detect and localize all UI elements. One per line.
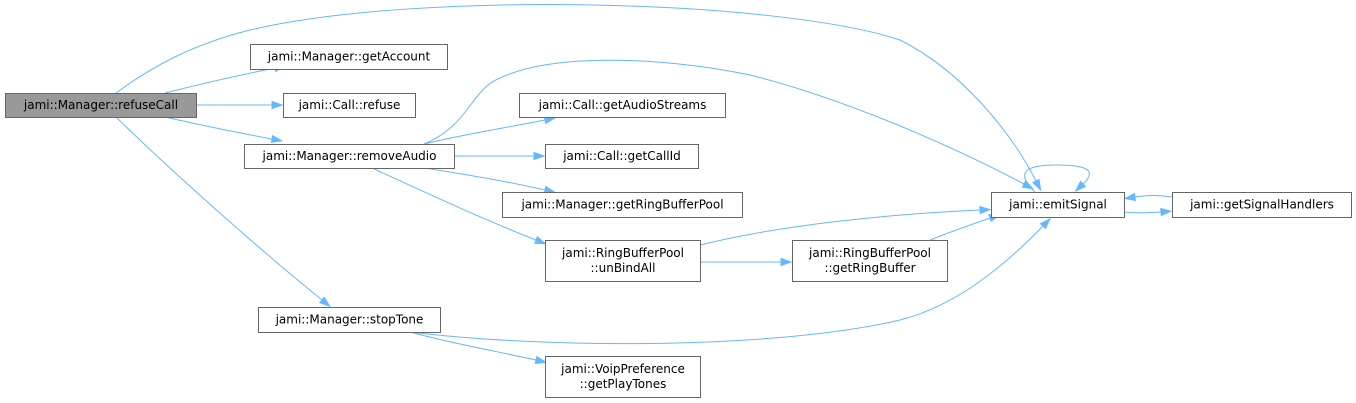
node-box <box>519 93 726 118</box>
node-label: jami::Manager::removeAudio <box>262 149 437 163</box>
arrowhead <box>270 134 284 144</box>
arrowhead <box>1039 217 1052 230</box>
arrowhead <box>1032 178 1042 192</box>
node-label: jami::Manager::refuseCall <box>23 98 178 112</box>
edge-refuseCall-to-emitSignal <box>115 4 1042 192</box>
edge-refuseCall-to-refuse <box>196 100 284 110</box>
edge-emitSignal-to-getSignalHandlers <box>1123 207 1173 217</box>
arrowhead <box>780 257 793 267</box>
edge-getSignalHandlers-to-emitSignal <box>1123 192 1173 202</box>
edge-refuseCall-to-stopTone <box>115 116 331 308</box>
edge-line <box>409 331 537 361</box>
node-label: jami::Call::getAudioStreams <box>538 98 707 112</box>
arrowhead <box>1074 180 1087 192</box>
edge-stopTone-to-emitSignal <box>409 217 1052 345</box>
edge-line <box>115 4 1037 182</box>
node-label: jami::Call::getCallId <box>562 149 681 163</box>
arrowhead <box>271 100 284 110</box>
node-getPlayTones[interactable]: jami::VoipPreference::getPlayTones <box>545 356 701 398</box>
node-label: jami::Call::refuse <box>298 98 401 112</box>
node-box <box>545 144 699 169</box>
edge-line <box>1134 195 1173 198</box>
arrowhead <box>533 235 547 245</box>
edge-unBindAll-to-getRingBuffer <box>700 257 793 267</box>
edge-line <box>1123 211 1162 214</box>
node-box <box>502 192 743 218</box>
edge-line <box>929 217 991 241</box>
node-getAudioStreams[interactable]: jami::Call::getAudioStreams <box>519 93 726 118</box>
node-label: jami::RingBufferPool <box>808 246 931 260</box>
node-box <box>991 192 1125 218</box>
arrowhead <box>979 205 992 215</box>
node-removeAudio[interactable]: jami::Manager::removeAudio <box>244 144 455 169</box>
node-label: jami::RingBufferPool <box>561 246 684 260</box>
node-box <box>792 240 948 282</box>
edge-line <box>423 59 1025 185</box>
node-refuseCall[interactable]: jami::Manager::refuseCall <box>5 93 197 118</box>
edges-layer <box>115 4 1173 364</box>
edge-removeAudio-to-emitSignal <box>423 59 1035 190</box>
edge-line <box>371 167 537 241</box>
edge-line <box>164 67 276 94</box>
node-box <box>545 240 701 282</box>
node-box <box>283 93 416 118</box>
node-box <box>244 144 455 169</box>
edge-unBindAll-to-emitSignal <box>699 205 992 246</box>
node-emitSignal[interactable]: jami::emitSignal <box>991 192 1125 218</box>
node-box <box>5 93 197 118</box>
node-getAccount[interactable]: jami::Manager::getAccount <box>250 44 448 70</box>
node-label: ::unBindAll <box>591 261 656 275</box>
node-getSignalHandlers[interactable]: jami::getSignalHandlers <box>1172 192 1352 218</box>
edge-line <box>423 167 546 191</box>
node-refuse[interactable]: jami::Call::refuse <box>283 93 416 118</box>
node-getCallId[interactable]: jami::Call::getCallId <box>545 144 699 169</box>
edge-removeAudio-to-unBindAll <box>371 167 547 245</box>
arrowhead <box>533 151 546 161</box>
edge-line <box>115 116 323 301</box>
node-box <box>250 44 448 70</box>
edge-line <box>164 116 273 140</box>
edge-line <box>423 119 546 145</box>
node-unBindAll[interactable]: jami::RingBufferPool::unBindAll <box>545 240 701 282</box>
edge-getRingBuffer-to-emitSignal <box>929 214 1001 241</box>
node-label: jami::Manager::stopTone <box>275 313 424 327</box>
node-label: jami::emitSignal <box>1008 198 1107 212</box>
edge-line <box>699 209 981 246</box>
node-label: ::getPlayTones <box>580 377 667 391</box>
node-stopTone[interactable]: jami::Manager::stopTone <box>258 307 441 333</box>
node-label: ::getRingBuffer <box>824 261 915 275</box>
edge-refuseCall-to-removeAudio <box>164 116 284 144</box>
edge-line <box>1024 164 1090 193</box>
edge-emitSignal-to-emitSignal <box>1024 164 1090 193</box>
arrowhead <box>534 355 548 364</box>
arrowhead <box>1123 192 1137 202</box>
node-label: jami::Manager::getAccount <box>267 50 431 64</box>
nodes-layer: jami::Manager::refuseCalljami::Manager::… <box>5 44 1352 398</box>
node-label: jami::VoipPreference <box>560 362 685 376</box>
node-getRingBufferPool[interactable]: jami::Manager::getRingBufferPool <box>502 192 743 218</box>
edge-line <box>409 225 1044 345</box>
node-box <box>1172 192 1352 218</box>
node-box <box>258 307 441 333</box>
arrowhead <box>1160 207 1173 217</box>
edge-stopTone-to-getPlayTones <box>409 331 548 364</box>
node-box <box>545 356 701 398</box>
arrowhead <box>318 296 331 308</box>
node-label: jami::getSignalHandlers <box>1189 198 1334 212</box>
edge-removeAudio-to-getAudioStreams <box>423 116 557 145</box>
node-label: jami::Manager::getRingBufferPool <box>520 198 723 212</box>
node-getRingBuffer[interactable]: jami::RingBufferPool::getRingBuffer <box>792 240 948 282</box>
edge-removeAudio-to-getCallId <box>454 151 546 161</box>
edge-removeAudio-to-getRingBufferPool <box>423 167 557 194</box>
